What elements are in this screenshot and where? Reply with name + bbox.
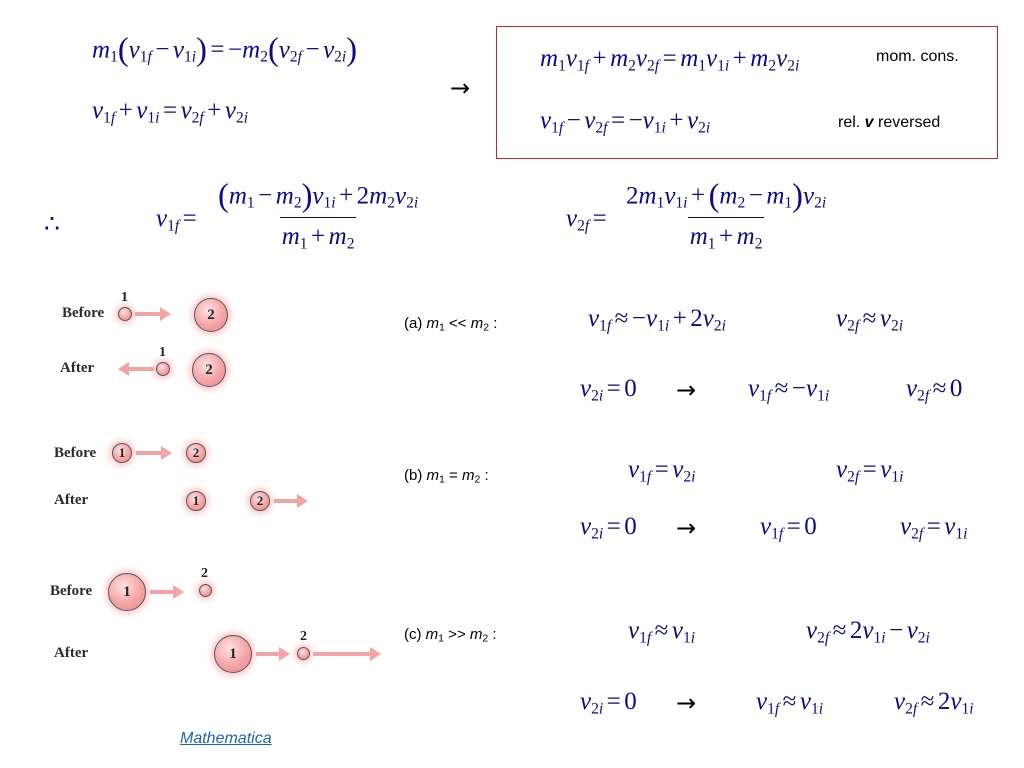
after-label-c: After bbox=[54, 645, 89, 661]
case-b-arrow: → bbox=[676, 514, 697, 542]
case-c-v2i-zero: v2i=0 bbox=[580, 688, 637, 718]
ball1-number-a-before: 1 bbox=[121, 290, 128, 305]
rel-v-reversed-label: rel. v reversed bbox=[838, 114, 941, 131]
case-c-v1f-special: v1f≈v1i bbox=[756, 688, 824, 718]
ball2-b-before: 2 bbox=[186, 443, 206, 463]
velocity-arrow-b-before bbox=[136, 446, 172, 460]
case-b-v1f-special: v1f=0 bbox=[760, 513, 817, 543]
before-label-c: Before bbox=[50, 583, 93, 599]
conservation-box bbox=[496, 26, 998, 159]
velocity-arrow-a-after bbox=[118, 362, 154, 376]
ball1-b-after: 1 bbox=[186, 491, 206, 511]
case-a-v2f-special: v2f≈0 bbox=[906, 375, 963, 405]
v1f-fraction: (m1−m2)v1i+2m2v2i m1+m2 bbox=[218, 178, 419, 252]
before-label-b: Before bbox=[54, 445, 97, 461]
small-ball-c-before bbox=[199, 584, 212, 597]
ball1-number-a-after: 1 bbox=[159, 345, 166, 360]
equation-momentum-conservation: m1v1f+m2v2f=m1v1i+m2v2i bbox=[540, 45, 800, 75]
case-b-v1f: v1f=v2i bbox=[628, 456, 696, 486]
case-c-v1f: v1f≈v1i bbox=[628, 617, 696, 647]
large-ball-a-before: 2 bbox=[194, 298, 228, 332]
mom-cons-label: mom. cons. bbox=[876, 48, 959, 65]
large-ball-c-after: 1 bbox=[214, 635, 252, 673]
case-a-v2f: v2f≈v2i bbox=[836, 305, 904, 335]
equation-velocity-sum: v1f+v1i=v2f+v2i bbox=[92, 97, 249, 127]
small-ball-a-after bbox=[156, 362, 170, 376]
case-b-label: (b) m1 = m2 : bbox=[404, 467, 489, 486]
velocity-arrow-a-before bbox=[135, 307, 171, 321]
large-ball-a-after: 2 bbox=[192, 353, 226, 387]
case-b-v2f-special: v2f=v1i bbox=[900, 513, 968, 543]
case-a-v1f-special: v1f≈−v1i bbox=[748, 375, 830, 405]
case-a-v1f: v1f≈−v1i+2v2i bbox=[588, 305, 726, 335]
case-c-v2f-special: v2f≈2v1i bbox=[894, 688, 974, 718]
small-ball-c-after bbox=[297, 647, 310, 660]
case-a-arrow: → bbox=[676, 376, 697, 404]
equation-momentum-rearranged: m1(v1f−v1i)=−m2(v2f−v2i) bbox=[92, 32, 358, 68]
velocity-arrow-c-after-2 bbox=[313, 647, 381, 661]
v1f-lhs: v1f= bbox=[156, 205, 197, 235]
v2f-fraction: 2m1v1i+(m2−m1)v2i m1+m2 bbox=[626, 178, 827, 252]
case-b-v2i-zero: v2i=0 bbox=[580, 513, 637, 543]
therefore-symbol: ∴ bbox=[44, 211, 60, 238]
case-a-label: (a) m1 << m2 : bbox=[404, 315, 498, 334]
velocity-arrow-c-after-1 bbox=[256, 647, 290, 661]
case-c-arrow: → bbox=[676, 689, 697, 717]
v2f-lhs: v2f= bbox=[566, 205, 607, 235]
velocity-arrow-b-after bbox=[274, 494, 308, 508]
ball1-b-before: 1 bbox=[112, 443, 132, 463]
mathematica-link[interactable]: Mathematica bbox=[180, 730, 272, 747]
after-label-a: After bbox=[60, 360, 95, 376]
implies-arrow: → bbox=[450, 74, 471, 102]
small-ball-a-before bbox=[118, 307, 132, 321]
case-c-v2f: v2f≈2v1i−v2i bbox=[806, 617, 930, 647]
after-label-b: After bbox=[54, 492, 89, 508]
ball2-number-c-after: 2 bbox=[300, 629, 307, 644]
large-ball-c-before: 1 bbox=[108, 573, 146, 611]
case-a-v2i-zero: v2i=0 bbox=[580, 375, 637, 405]
equation-relative-velocity: v1f−v2f=−v1i+v2i bbox=[540, 107, 711, 137]
ball2-b-after: 2 bbox=[250, 491, 270, 511]
velocity-arrow-c-before bbox=[150, 585, 184, 599]
case-c-label: (c) m1 >> m2 : bbox=[404, 626, 497, 645]
ball2-number-c-before: 2 bbox=[201, 566, 208, 581]
before-label-a: Before bbox=[62, 305, 105, 321]
case-b-v2f: v2f=v1i bbox=[836, 456, 904, 486]
